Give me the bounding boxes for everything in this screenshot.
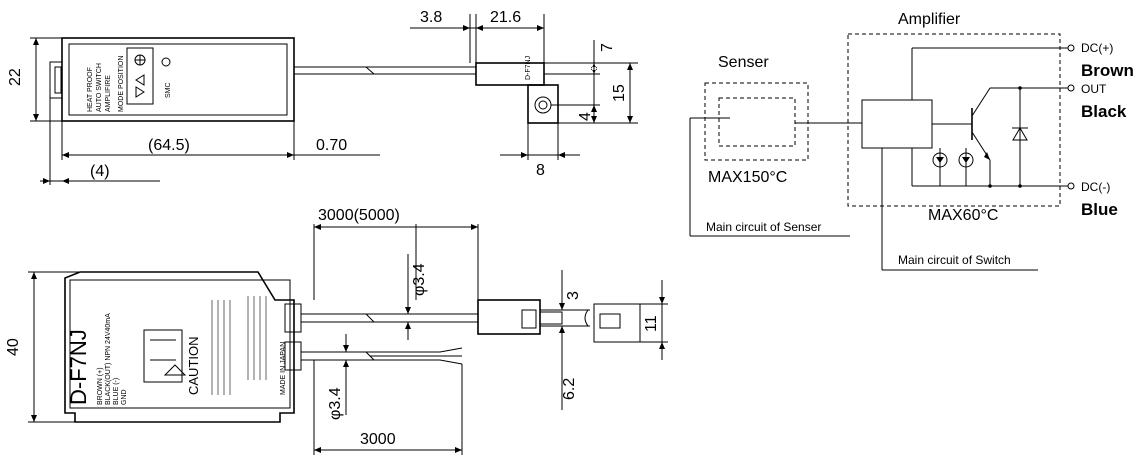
top-label-line-3: AMPLIFIRE [105, 75, 112, 112]
terminal-color-blue: Blue [1081, 200, 1118, 219]
led-2-icon [958, 152, 974, 168]
dim-top-offset: (4) [90, 163, 110, 180]
main-circuit-sensor: Main circuit of Senser [706, 220, 821, 234]
brand-logo-icon [161, 57, 171, 67]
dim-diameter-bottom: φ3.4 [327, 387, 344, 420]
mode-right-arrow-icon [135, 86, 145, 98]
terminal-dcminus [1067, 182, 1075, 190]
front-view: D-F7NJ BROWN (+) BLACK(OUT) NPN 24V40mA … [5, 207, 668, 455]
amplifier-title: Amplifier [898, 11, 961, 28]
front-label-text: BROWN (+) BLACK(OUT) NPN 24V40mA BLUE (-… [97, 313, 128, 405]
zener-diode-icon [1012, 127, 1028, 141]
connector-body [477, 299, 541, 335]
mating-connector [593, 303, 641, 343]
front-body-outline [64, 271, 295, 423]
front-label-line-1: BROWN (+) [97, 367, 104, 405]
front-caution: CAUTION [186, 337, 201, 396]
dim-plug-height: 15 [611, 84, 628, 102]
terminal-code-dcminus: DC(-) [1081, 180, 1110, 194]
terminal-color-brown: Brown [1081, 61, 1134, 80]
dim-diameter-top: φ3.4 [411, 263, 428, 296]
top-label-line-1: HEAT PROOF [87, 67, 94, 112]
dim-plug-top: 7 [599, 43, 616, 52]
dim-plug-offset: 3.8 [420, 9, 442, 26]
front-made-in: MADE IN JAPAN [280, 342, 287, 395]
front-label-line-4: GND [121, 389, 128, 405]
led-1-icon [932, 152, 948, 168]
dim-gap-6-2: 6.2 [561, 378, 578, 400]
top-mode-label: MODE POSITION [118, 56, 125, 112]
warning-triangle-icon [163, 364, 187, 376]
dim-plug-tab-width: 8 [536, 162, 545, 179]
top-left-tab [49, 61, 62, 99]
terminal-out [1067, 84, 1075, 92]
front-label-line-2: BLACK(OUT) NPN 24V40mA [105, 313, 112, 405]
dim-plug-length: 21.6 [490, 9, 521, 26]
dim-cable-gap: 0.70 [316, 137, 347, 154]
dim-gap-3: 3 [565, 291, 582, 300]
dim-cable-length-bottom: 3000 [360, 431, 396, 448]
dim-front-height: 40 [5, 338, 22, 356]
top-label-text: HEAT PROOF AUTO SWITCH AMPLIFIRE [87, 63, 112, 112]
front-model: D-F7NJ [66, 329, 91, 405]
sensor-max-temp: MAX150°C [708, 169, 787, 186]
mode-left-arrow-icon [135, 74, 145, 86]
mode-window [126, 47, 154, 105]
top-slot [54, 66, 62, 94]
sensor-box [704, 82, 809, 161]
top-view: HEAT PROOF AUTO SWITCH AMPLIFIRE MODE PO… [7, 9, 638, 185]
terminal-dcplus [1067, 44, 1075, 52]
amplifier-box [847, 33, 1061, 207]
gland-bottom [284, 341, 302, 371]
dim-cable-length-top: 3000(5000) [318, 207, 400, 224]
top-body-inner [68, 43, 288, 116]
dim-hole-to-bottom: 4 [577, 112, 594, 121]
lead-wires [370, 347, 463, 365]
main-circuit-switch: Main circuit of Switch [898, 253, 1011, 267]
circuit-diagram: Amplifier Senser MAX150°C MAX60°C Main c… [689, 11, 1134, 271]
label-schematic-box [143, 329, 183, 383]
top-plug [475, 62, 545, 86]
sensor-title: Senser [718, 54, 769, 71]
dim-top-height: 22 [7, 68, 24, 86]
sensor-inner-box [718, 97, 796, 147]
gland-top [284, 303, 302, 333]
front-label-line-3: BLUE (-) [113, 378, 120, 405]
ic-block [861, 99, 933, 149]
top-plug-text: D-F7NJ [525, 56, 532, 80]
plug-tab [527, 84, 559, 124]
front-label-panel [69, 279, 291, 409]
top-label-line-2: AUTO SWITCH [96, 63, 103, 112]
terminal-code-out: OUT [1081, 82, 1107, 96]
top-brand: SMC [165, 82, 172, 98]
plug-hole-icon [534, 96, 552, 114]
amp-max-temp: MAX60°C [928, 207, 998, 224]
dim-top-body-length: (64.5) [148, 137, 190, 154]
dim-gap-11: 11 [643, 315, 660, 332]
terminal-color-black: Black [1081, 102, 1127, 121]
top-body-outline [61, 37, 295, 122]
cable-break [365, 66, 375, 75]
terminal-code-dcplus: DC(+) [1081, 41, 1113, 55]
